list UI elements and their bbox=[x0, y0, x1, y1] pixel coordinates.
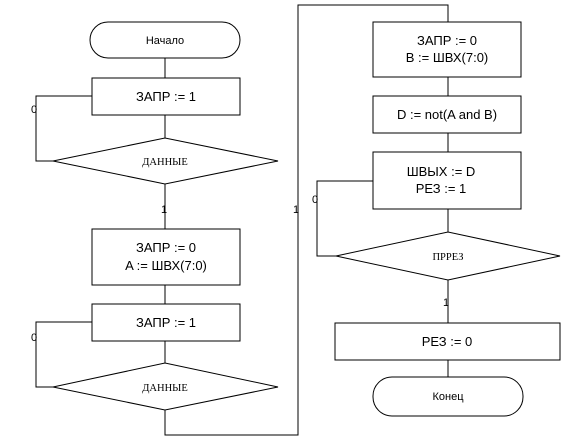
compute-d-box bbox=[372, 95, 522, 134]
compute-d-label: D := not(A and B) bbox=[397, 107, 497, 122]
output-line1: ШВЫХ := D bbox=[407, 164, 476, 179]
read-b-block: ЗАПР := 0 B := ШВХ(7:0) bbox=[372, 21, 522, 78]
output-box bbox=[372, 151, 522, 210]
data-decision-1-diamond bbox=[52, 137, 279, 185]
end-terminal-shape bbox=[372, 376, 524, 417]
zapr-set-1-again-box bbox=[91, 303, 241, 342]
data-decision-2-no-label: 0 bbox=[31, 332, 37, 344]
data-decision-1-no-label: 0 bbox=[31, 104, 37, 116]
prez-decision-yes-label: 1 bbox=[443, 297, 449, 309]
loop-back-line-3 bbox=[316, 180, 373, 257]
read-a-line2: A := ШВХ(7:0) bbox=[125, 258, 207, 273]
data-decision-1-yes-label: 1 bbox=[161, 204, 167, 216]
loop-back-line-1 bbox=[35, 95, 92, 162]
reset-rez-label: РЕЗ := 0 bbox=[422, 334, 473, 349]
reset-rez-block: РЕЗ := 0 bbox=[334, 322, 561, 361]
column-connector-label: 1 bbox=[293, 204, 299, 216]
data-decision-1-label: ДАННЫЕ bbox=[142, 157, 187, 168]
reset-rez-box bbox=[334, 322, 561, 361]
zapr-set-1-again-label: ЗАПР := 1 bbox=[136, 315, 196, 330]
compute-d-block: D := not(A and B) bbox=[372, 95, 522, 134]
prez-decision-no-label: 0 bbox=[312, 194, 318, 206]
start-terminal: Начало bbox=[89, 21, 241, 59]
data-decision-2: ДАННЫЕ 0 bbox=[31, 332, 279, 411]
prez-decision-diamond bbox=[335, 231, 561, 281]
data-decision-2-diamond bbox=[52, 362, 279, 411]
column-connector-line bbox=[164, 4, 449, 436]
start-terminal-shape bbox=[89, 21, 241, 59]
prez-decision: ПРРЕЗ 0 1 bbox=[312, 194, 561, 309]
read-a-line1: ЗАПР := 0 bbox=[136, 240, 196, 255]
connector-lines bbox=[35, 4, 449, 436]
prez-decision-label: ПРРЕЗ bbox=[432, 252, 463, 263]
read-b-line2: B := ШВХ(7:0) bbox=[406, 50, 489, 65]
end-terminal: Конец bbox=[372, 376, 524, 417]
read-a-box bbox=[91, 228, 241, 286]
read-b-box bbox=[372, 21, 522, 78]
zapr-set-1-block: ЗАПР := 1 bbox=[91, 77, 241, 116]
read-a-block: ЗАПР := 0 A := ШВХ(7:0) bbox=[91, 228, 241, 286]
zapr-set-1-label: ЗАПР := 1 bbox=[136, 89, 196, 104]
zapr-set-1-again-block: ЗАПР := 1 bbox=[91, 303, 241, 342]
data-decision-1: ДАННЫЕ 0 1 bbox=[31, 104, 279, 216]
data-decision-2-label: ДАННЫЕ bbox=[142, 383, 187, 394]
read-b-line1: ЗАПР := 0 bbox=[417, 33, 477, 48]
start-label: Начало bbox=[146, 35, 184, 47]
zapr-set-1-box bbox=[91, 77, 241, 116]
output-line2: РЕЗ := 1 bbox=[416, 181, 467, 196]
loop-back-line-2 bbox=[35, 321, 92, 388]
output-block: ШВЫХ := D РЕЗ := 1 bbox=[372, 151, 522, 210]
end-label: Конец bbox=[432, 391, 464, 403]
